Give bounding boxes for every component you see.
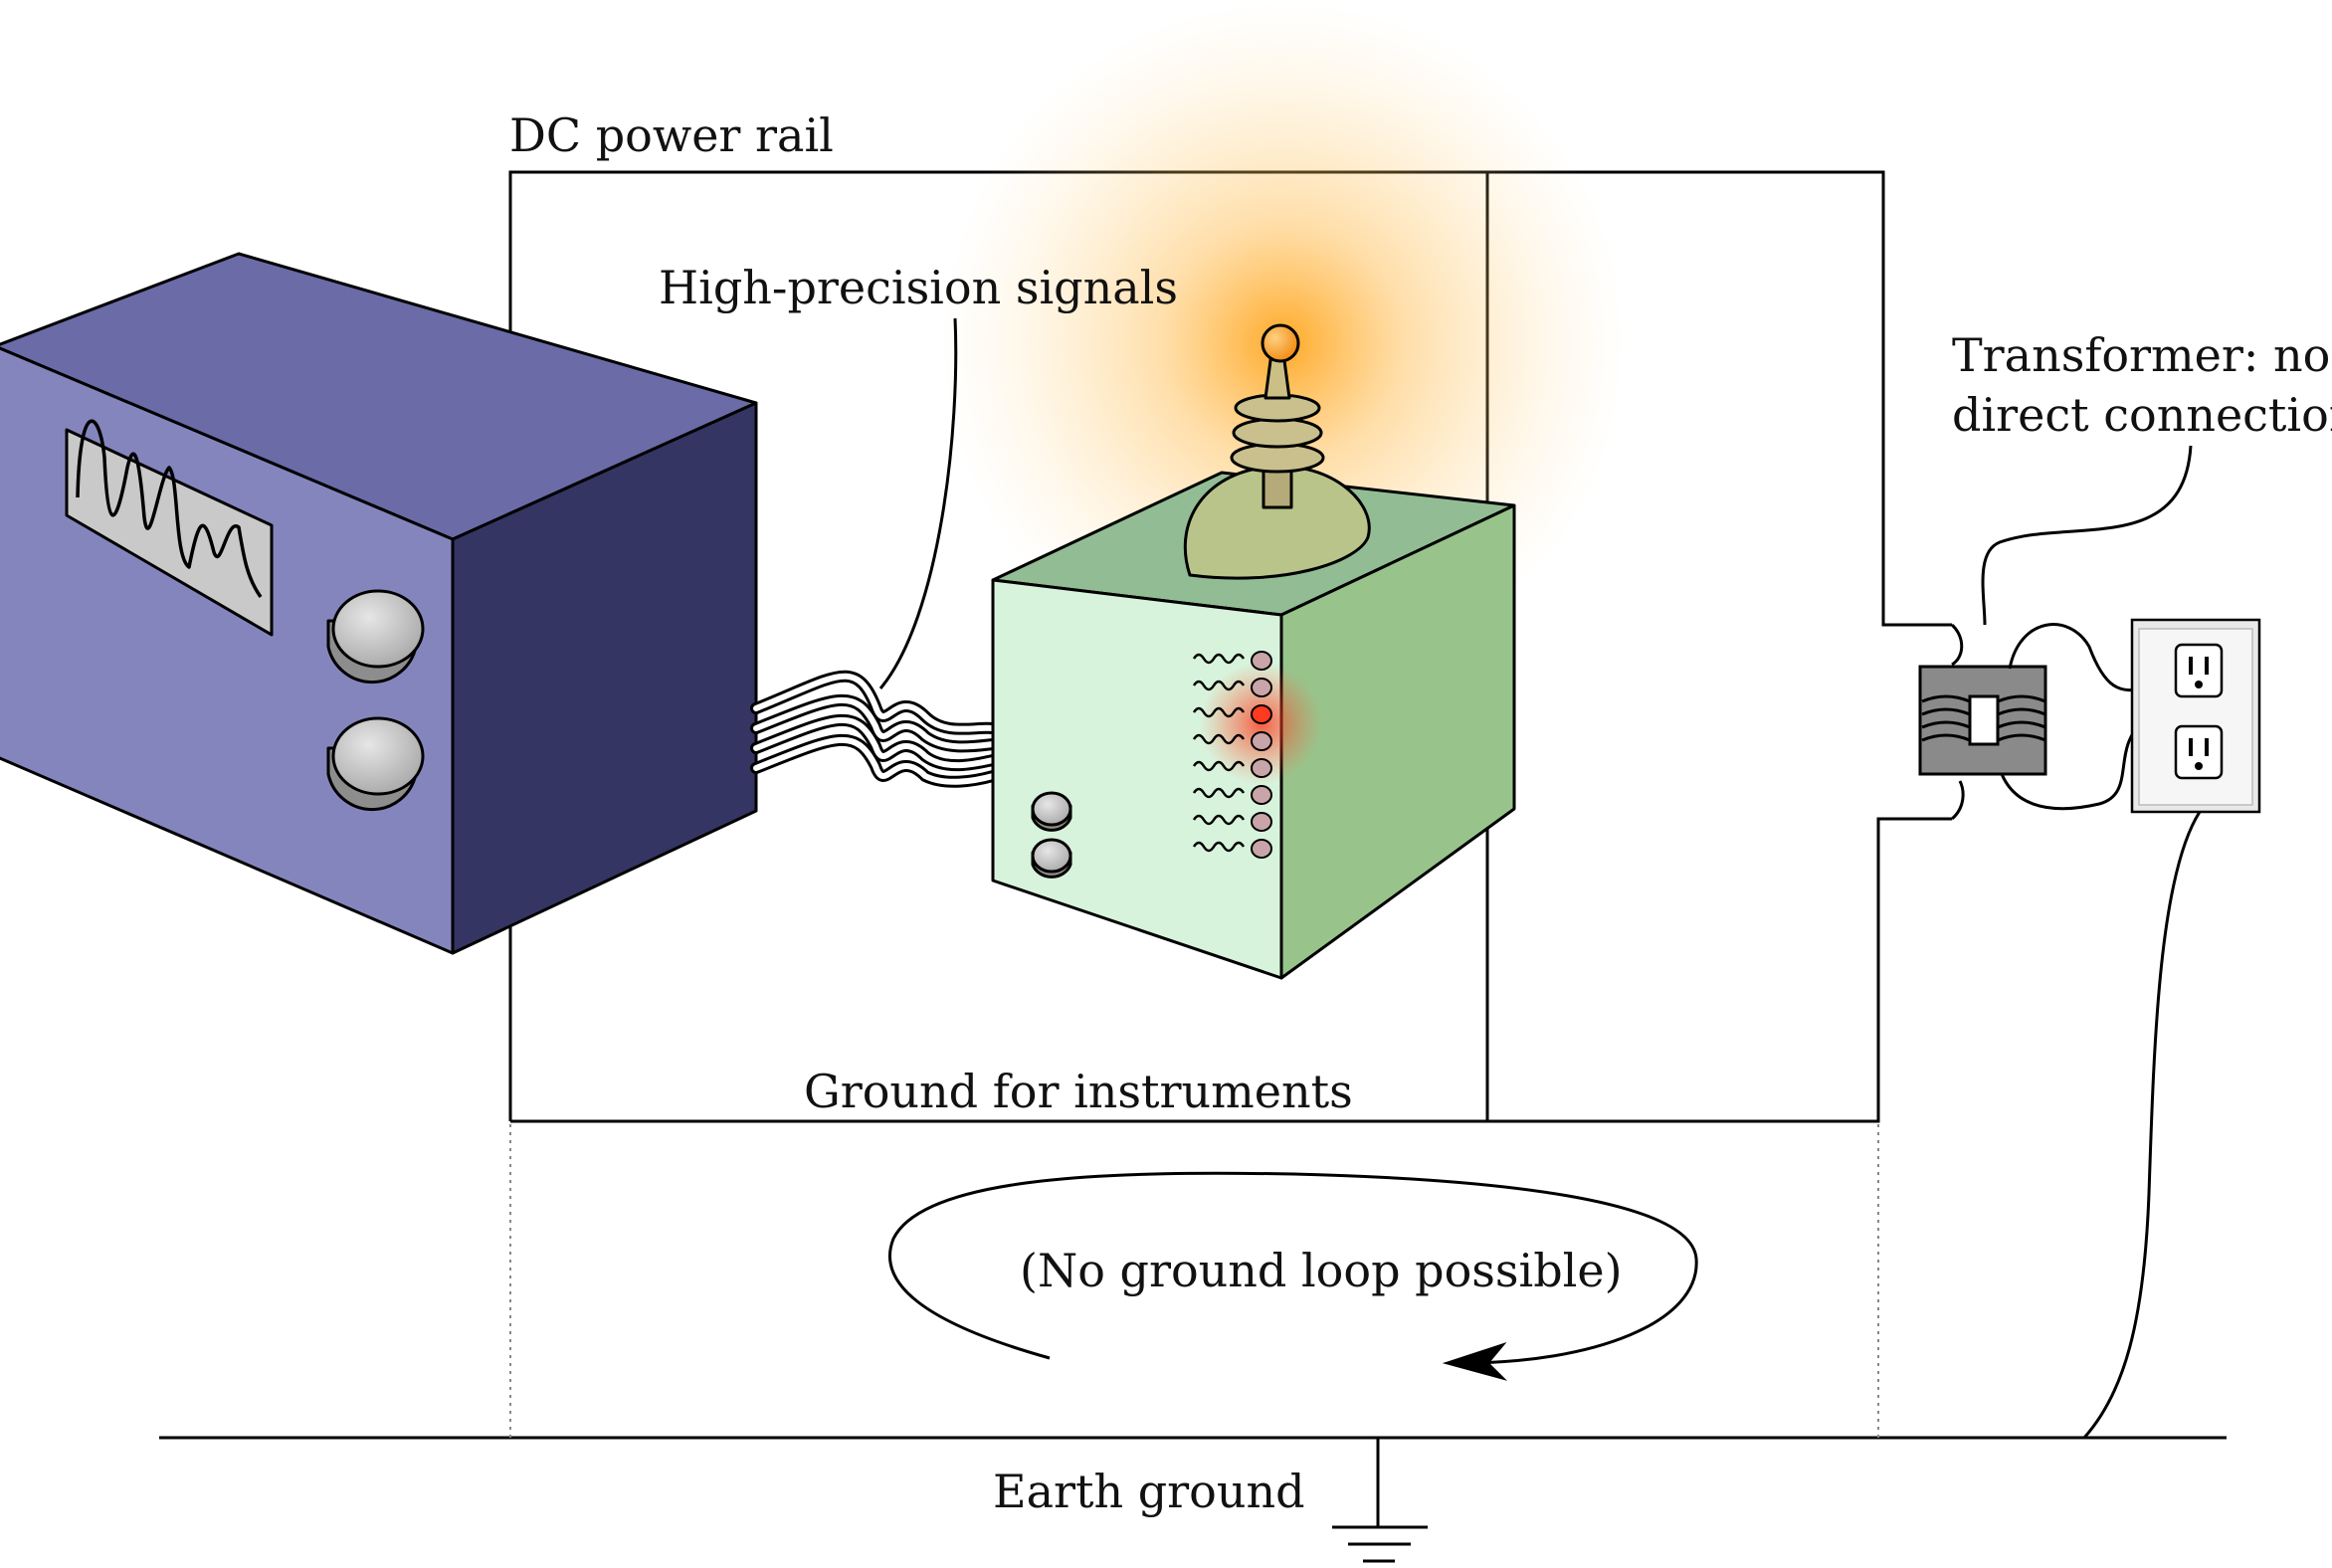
led-indicator (1251, 758, 1272, 778)
signal-squiggle-icon (1192, 841, 1246, 853)
signal-squiggle-icon (1192, 653, 1246, 665)
signal-squiggle-icon (1192, 706, 1246, 718)
instrument-knob (1031, 791, 1072, 832)
instrument-side (1279, 503, 1516, 980)
signal-squiggle-icon (1192, 814, 1246, 826)
outlet-socket (2174, 724, 2224, 780)
label-no-ground-loop: (No ground loop possible) (1020, 1244, 1623, 1297)
callout-leaders (878, 317, 2193, 689)
label-high-precision-signals: High-precision signals (659, 261, 1178, 314)
led-indicator (1251, 678, 1272, 697)
label-ground-for-instruments: Ground for instruments (804, 1065, 1353, 1118)
transformer-leader (1981, 445, 2193, 626)
arrow-head-icon (1442, 1341, 1508, 1381)
signal-squiggle-icon (1192, 680, 1246, 691)
outlet-earth-wire (2082, 811, 2202, 1439)
signals-leader (878, 317, 958, 689)
label-earth-ground: Earth ground (993, 1465, 1305, 1518)
signal-squiggle-icon (1192, 787, 1246, 799)
instrument-dome (1183, 465, 1371, 580)
led-indicator (1251, 839, 1272, 859)
transformer-window (1968, 694, 2000, 746)
insulator-icon (1230, 323, 1325, 509)
transformer-coil (1921, 694, 2046, 742)
signal-cables (750, 670, 999, 788)
led-indicator (1251, 812, 1272, 832)
label-transformer-line2: direct connection (1952, 388, 2332, 442)
instrument-box (991, 323, 1516, 980)
led-indicator (1251, 785, 1272, 805)
wall-outlet (2082, 618, 2261, 1439)
oscilloscope-knob (326, 716, 425, 812)
labels: DC power rail High-precision signals Tra… (509, 108, 2332, 1518)
signal-squiggle-icon (1192, 733, 1246, 745)
label-transformer-line1: Transformer: no (1952, 328, 2330, 382)
hot-ball (1261, 323, 1300, 363)
oscilloscope-knob (326, 589, 425, 685)
led-indicator (1251, 731, 1272, 751)
transformer-lead-secondary (1950, 623, 1965, 821)
label-dc-power-rail: DC power rail (509, 108, 834, 162)
outlet-socket (2174, 643, 2224, 698)
earth-ground-icon (1332, 1525, 1428, 1563)
led-column (1192, 651, 1272, 859)
oscilloscope-screen (65, 428, 274, 637)
oscilloscope-side (451, 401, 758, 955)
transformer (1918, 623, 2200, 821)
oscilloscope (0, 252, 758, 955)
instrument-knob (1031, 838, 1072, 879)
ground-for-instruments-wire (510, 817, 1952, 1123)
hot-led-indicator (1251, 704, 1272, 724)
led-indicator (1251, 651, 1272, 671)
loop-arrow (887, 1171, 1698, 1381)
signal-squiggle-icon (1192, 760, 1246, 772)
waveform-trace (76, 419, 263, 599)
